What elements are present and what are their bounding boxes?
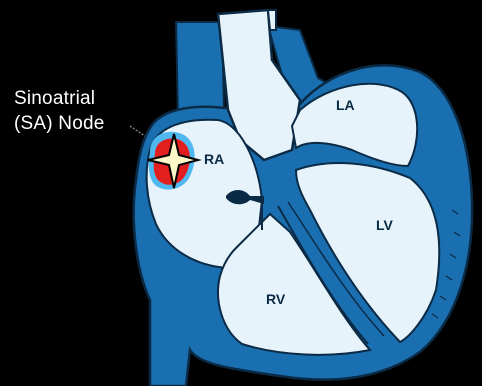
superior-vena-cava	[176, 22, 224, 120]
aorta-opening	[268, 10, 276, 30]
callout-line-1: Sinoatrial	[14, 86, 164, 111]
label-left-atrium: LA	[336, 97, 355, 113]
label-right-ventricle: RV	[266, 291, 286, 307]
callout-line-2: (SA) Node	[14, 111, 164, 136]
sa-node-callout: Sinoatrial (SA) Node	[14, 86, 164, 136]
label-right-atrium: RA	[204, 151, 224, 167]
label-left-ventricle: LV	[376, 217, 394, 233]
